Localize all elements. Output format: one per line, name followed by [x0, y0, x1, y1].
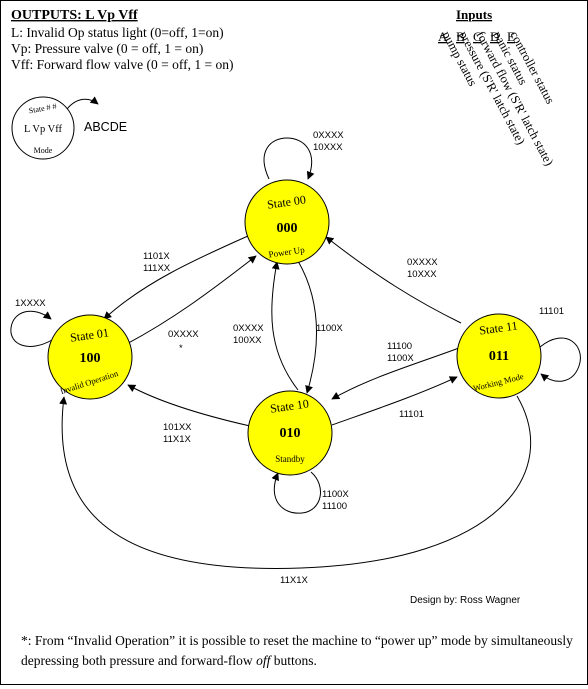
arrow-s01-self: [10, 310, 53, 347]
state-00-code: 000: [277, 221, 298, 236]
label-s11-s10-2: 1100X: [387, 353, 414, 364]
legend-arrow: [66, 96, 99, 110]
label-s01-s00: 0XXXX: [168, 329, 199, 340]
arrow-s00-to-s01: [103, 235, 249, 320]
label-s00-self-1: 0XXXX: [313, 130, 344, 141]
label-s10-s11: 11101: [399, 409, 424, 420]
label-s10-self-1: 1100X: [322, 489, 349, 500]
arrow-s11-to-s01: [59, 395, 532, 569]
outputs-title: OUTPUTS: L Vp Vff: [11, 8, 138, 23]
legend-outputs-label: L Vp Vff: [24, 124, 63, 135]
label-s10-s01-2: 11X1X: [163, 434, 191, 445]
input-letter-e: E: [507, 29, 515, 44]
label-s11-s00-2: 10XXX: [407, 269, 437, 280]
label-s10-s00-2: 100XX: [233, 335, 262, 346]
arrow-s10-to-s11: [331, 376, 458, 426]
label-s11-s10-1: 11100: [387, 341, 412, 352]
arrow-s00-self: [263, 137, 315, 180]
arrow-s01-to-s00: [120, 255, 257, 348]
footnote-text-before: *: From “Invalid Operation” it is possib…: [21, 633, 573, 668]
state-11-circle: [456, 313, 542, 399]
label-s00-s01-1: 1101X: [143, 251, 170, 262]
state-10-title: State 10: [269, 396, 310, 415]
legend-state-circle: [11, 96, 75, 160]
label-s11-self: 11101: [539, 306, 564, 317]
inputs-title: Inputs: [456, 7, 492, 22]
state-11: State 11 011 Working Mode: [456, 313, 542, 399]
design-credit: Design by: Ross Wagner: [410, 595, 521, 606]
footnote-text-after: buttons.: [270, 653, 317, 668]
label-s11-s00-1: 0XXXX: [407, 257, 438, 268]
input-letter-c: C: [473, 29, 482, 44]
arrow-s10-to-s01: [127, 384, 251, 427]
legend: State # # L Vp Vff Mode ABCDE: [11, 96, 127, 160]
input-letter-d: D: [490, 29, 499, 44]
outputs-line-l: L: Invalid Op status light (0=off, 1=on): [11, 25, 224, 40]
label-s10-s01-1: 101XX: [163, 422, 192, 433]
footnote-emphasis: off: [256, 653, 271, 668]
outputs-line-vp: Vp: Pressure valve (0 = off, 1 = on): [11, 41, 203, 56]
arrow-s10-to-s00: [271, 261, 299, 391]
input-letter-a: A: [438, 29, 448, 44]
outputs-line-vff: Vff: Forward flow valve (0 = off, 1 = on…: [11, 57, 233, 72]
state-01: State 01 100 Invalid Operation: [47, 314, 133, 400]
arrow-s00-to-s10: [297, 260, 318, 394]
label-s01-s00-note: *: [179, 343, 183, 354]
state-10-code: 010: [280, 426, 301, 441]
state-00: State 00 000 Power Up: [244, 179, 330, 265]
state-10-mode: Standby: [275, 454, 305, 464]
arrow-s11-to-s10: [331, 347, 460, 400]
label-s10-s00-1: 0XXXX: [233, 323, 264, 334]
state-11-code: 011: [489, 349, 509, 364]
state-00-title: State 00: [266, 192, 307, 211]
label-s00-self-2: 10XXX: [313, 142, 343, 153]
arrow-s11-self: [539, 337, 581, 382]
input-letter-b: B: [456, 29, 465, 44]
legend-mode-label: Mode: [34, 146, 53, 155]
footnote: *: From “Invalid Operation” it is possib…: [21, 631, 581, 671]
legend-arrow-label: ABCDE: [84, 120, 127, 134]
state-01-code: 100: [80, 351, 101, 366]
state-10: State 10 010 Standby: [247, 390, 333, 476]
arrow-s11-to-s00: [325, 236, 462, 324]
label-s11-s01: 11X1X: [280, 575, 308, 586]
state-01-title: State 01: [69, 325, 110, 344]
state-00-circle: [244, 179, 330, 265]
state-10-circle: [247, 390, 333, 476]
label-s00-s10: 1100X: [316, 323, 343, 334]
label-s10-self-2: 11100: [322, 501, 347, 512]
label-s00-s01-2: 111XX: [143, 263, 171, 274]
state-01-circle: [47, 314, 133, 400]
state-11-title: State 11: [478, 318, 518, 337]
arrow-s10-self: [271, 471, 321, 514]
label-s01-self: 1XXXX: [15, 298, 46, 309]
